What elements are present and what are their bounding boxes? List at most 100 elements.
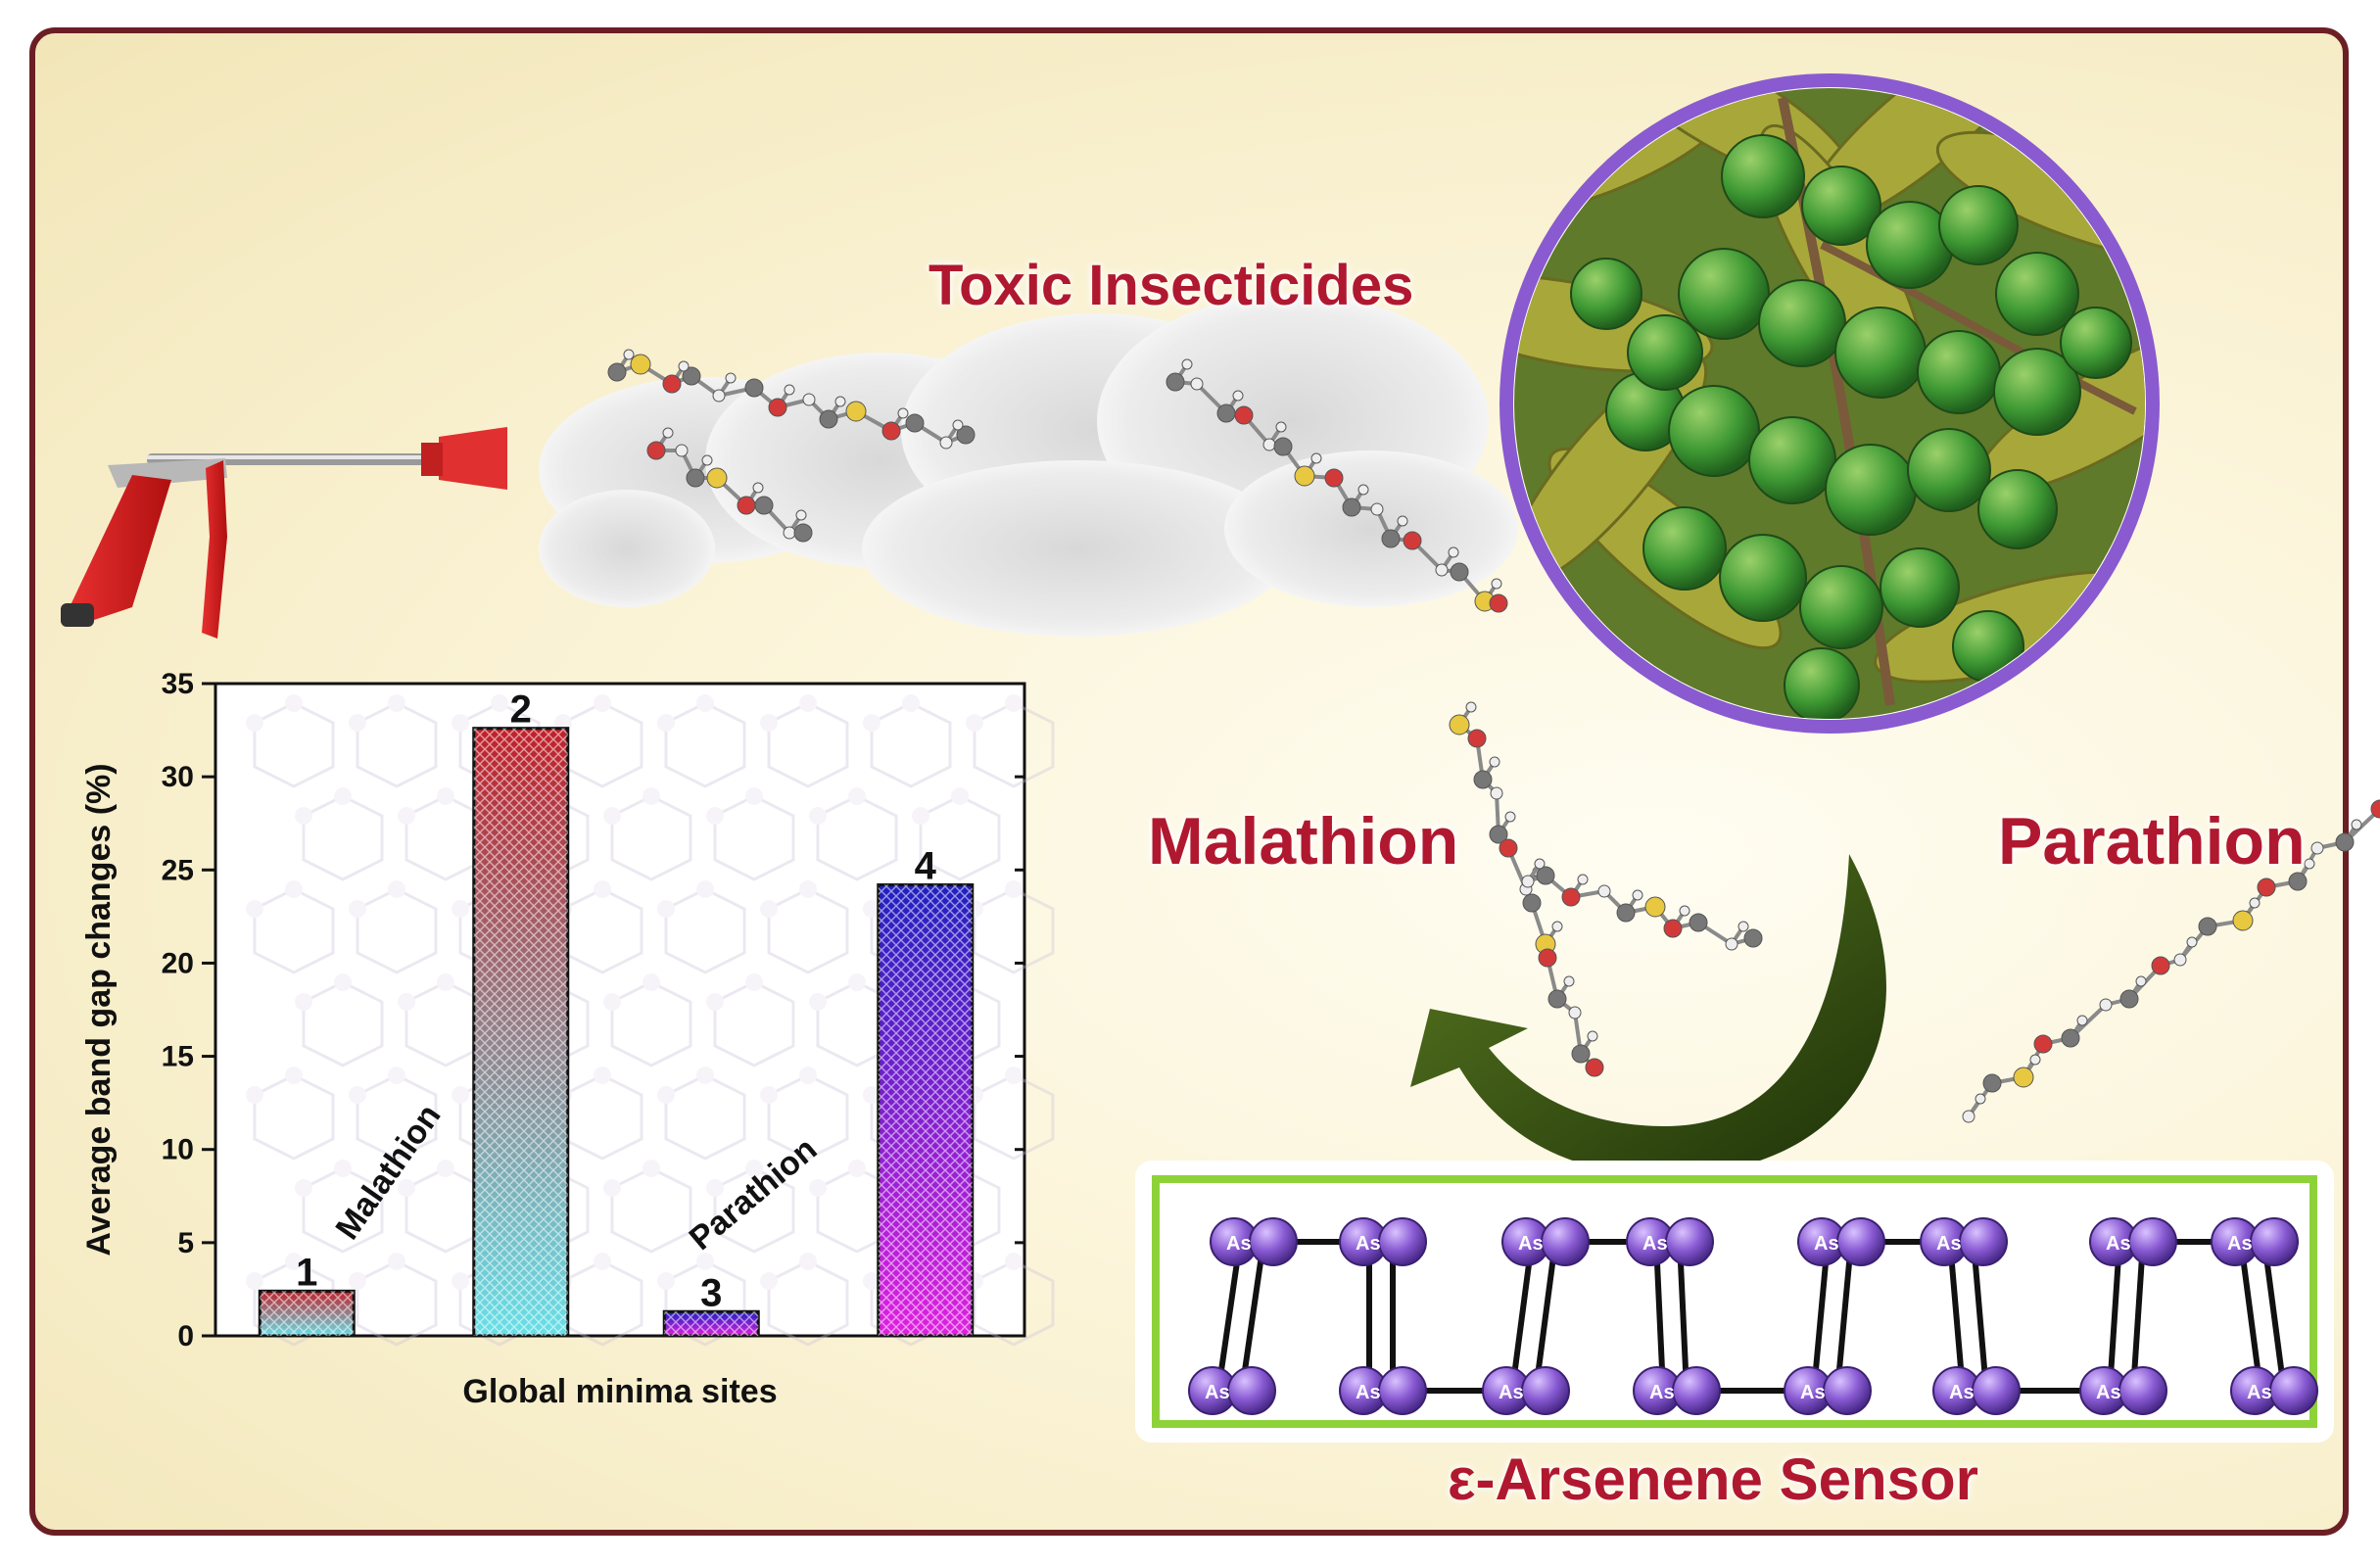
atom [795, 509, 807, 521]
lattice-node [745, 1160, 763, 1177]
macadamia-nuts-image [1499, 73, 2160, 734]
as-atom [1972, 1366, 2021, 1415]
lattice-node [437, 1160, 454, 1177]
atom [686, 468, 705, 488]
atom [1489, 593, 1508, 613]
atom [2310, 841, 2324, 855]
lattice-cell [356, 887, 438, 974]
lattice-cell [253, 701, 335, 788]
lattice-node [594, 1253, 611, 1270]
as-atom-label: As [1949, 1382, 1975, 1403]
atom [845, 401, 867, 422]
atom [956, 425, 976, 445]
lattice-cell [356, 1259, 438, 1347]
lattice-node [295, 1179, 312, 1197]
lattice-node [334, 1160, 352, 1177]
atom [1232, 390, 1244, 402]
lattice-node [848, 787, 866, 805]
lattice-node [799, 1253, 817, 1270]
lattice-node [760, 1272, 778, 1290]
atom [630, 354, 651, 375]
as-bond [1834, 1241, 1854, 1392]
as-atom [1541, 1217, 1590, 1266]
atom [768, 398, 787, 417]
parathion-molecule-spray [1166, 358, 1508, 613]
bar-hatch [878, 884, 973, 1336]
as-bond [1509, 1241, 1535, 1392]
atom [1725, 937, 1738, 951]
atom [1166, 372, 1185, 392]
lattice-node [246, 900, 263, 918]
bar-label: 1 [296, 1251, 317, 1294]
atom [737, 496, 756, 515]
bar-hatch [664, 1311, 759, 1336]
lattice-node [863, 900, 881, 918]
atom [2370, 799, 2380, 819]
lattice-node [1005, 694, 1023, 712]
lattice-node [745, 787, 763, 805]
as-bond [1653, 1241, 1666, 1392]
atom [2033, 1034, 2053, 1054]
atom [1275, 421, 1287, 433]
atom [1563, 975, 1575, 987]
lattice-node [285, 1253, 303, 1270]
lattice-node [388, 1067, 405, 1084]
atom [1403, 531, 1422, 550]
as-atom-label: As [1814, 1233, 1839, 1255]
lattice-node [603, 807, 621, 825]
atom [783, 526, 796, 540]
atom [2232, 910, 2254, 931]
atom [1294, 465, 1315, 487]
lattice-cell [253, 887, 335, 974]
atom [1975, 1093, 1986, 1105]
lattice-cell [713, 980, 795, 1067]
atom [1397, 515, 1408, 527]
lattice-node [643, 1160, 660, 1177]
lattice-node [349, 1272, 366, 1290]
atom [2061, 1028, 2080, 1048]
atom [1616, 903, 1636, 923]
atom [1465, 701, 1477, 713]
lattice-node [349, 714, 366, 732]
atom [819, 409, 838, 429]
as-bond [1971, 1241, 1989, 1392]
atom [725, 372, 737, 384]
atom [706, 467, 728, 489]
atom [1522, 893, 1542, 913]
atom [1490, 786, 1503, 800]
lattice-cell [356, 1073, 438, 1161]
y-tick-label: 5 [177, 1227, 194, 1259]
lattice-node [760, 714, 778, 732]
atom [1547, 989, 1567, 1009]
atom [1571, 1044, 1591, 1064]
atom [2099, 998, 2113, 1012]
atom [1489, 825, 1508, 844]
as-atom-label: As [1642, 1233, 1668, 1255]
atom [2257, 877, 2276, 897]
atom [2288, 872, 2308, 891]
lattice-cell [302, 980, 384, 1067]
y-tick-label: 20 [162, 947, 194, 979]
as-atom [2118, 1366, 2167, 1415]
lattice-node [848, 1160, 866, 1177]
macadamia-nut [1907, 428, 1991, 512]
as-bond [1215, 1241, 1243, 1392]
lattice-node [799, 694, 817, 712]
lattice-node [1005, 1067, 1023, 1084]
lattice-cell [610, 794, 692, 881]
atom [1491, 578, 1502, 590]
as-atom [1249, 1217, 1298, 1266]
atom [754, 496, 774, 515]
lattice-node [594, 880, 611, 898]
lattice-cell [767, 701, 849, 788]
bar-label: 4 [915, 845, 937, 888]
as-atom [1378, 1366, 1427, 1415]
y-tick-label: 25 [162, 854, 194, 886]
as-atom-label: As [1205, 1382, 1230, 1403]
lattice-cell [664, 887, 746, 974]
atom [1982, 1073, 2002, 1093]
lattice-node [246, 714, 263, 732]
atom [744, 378, 764, 398]
as-atom [1672, 1366, 1721, 1415]
